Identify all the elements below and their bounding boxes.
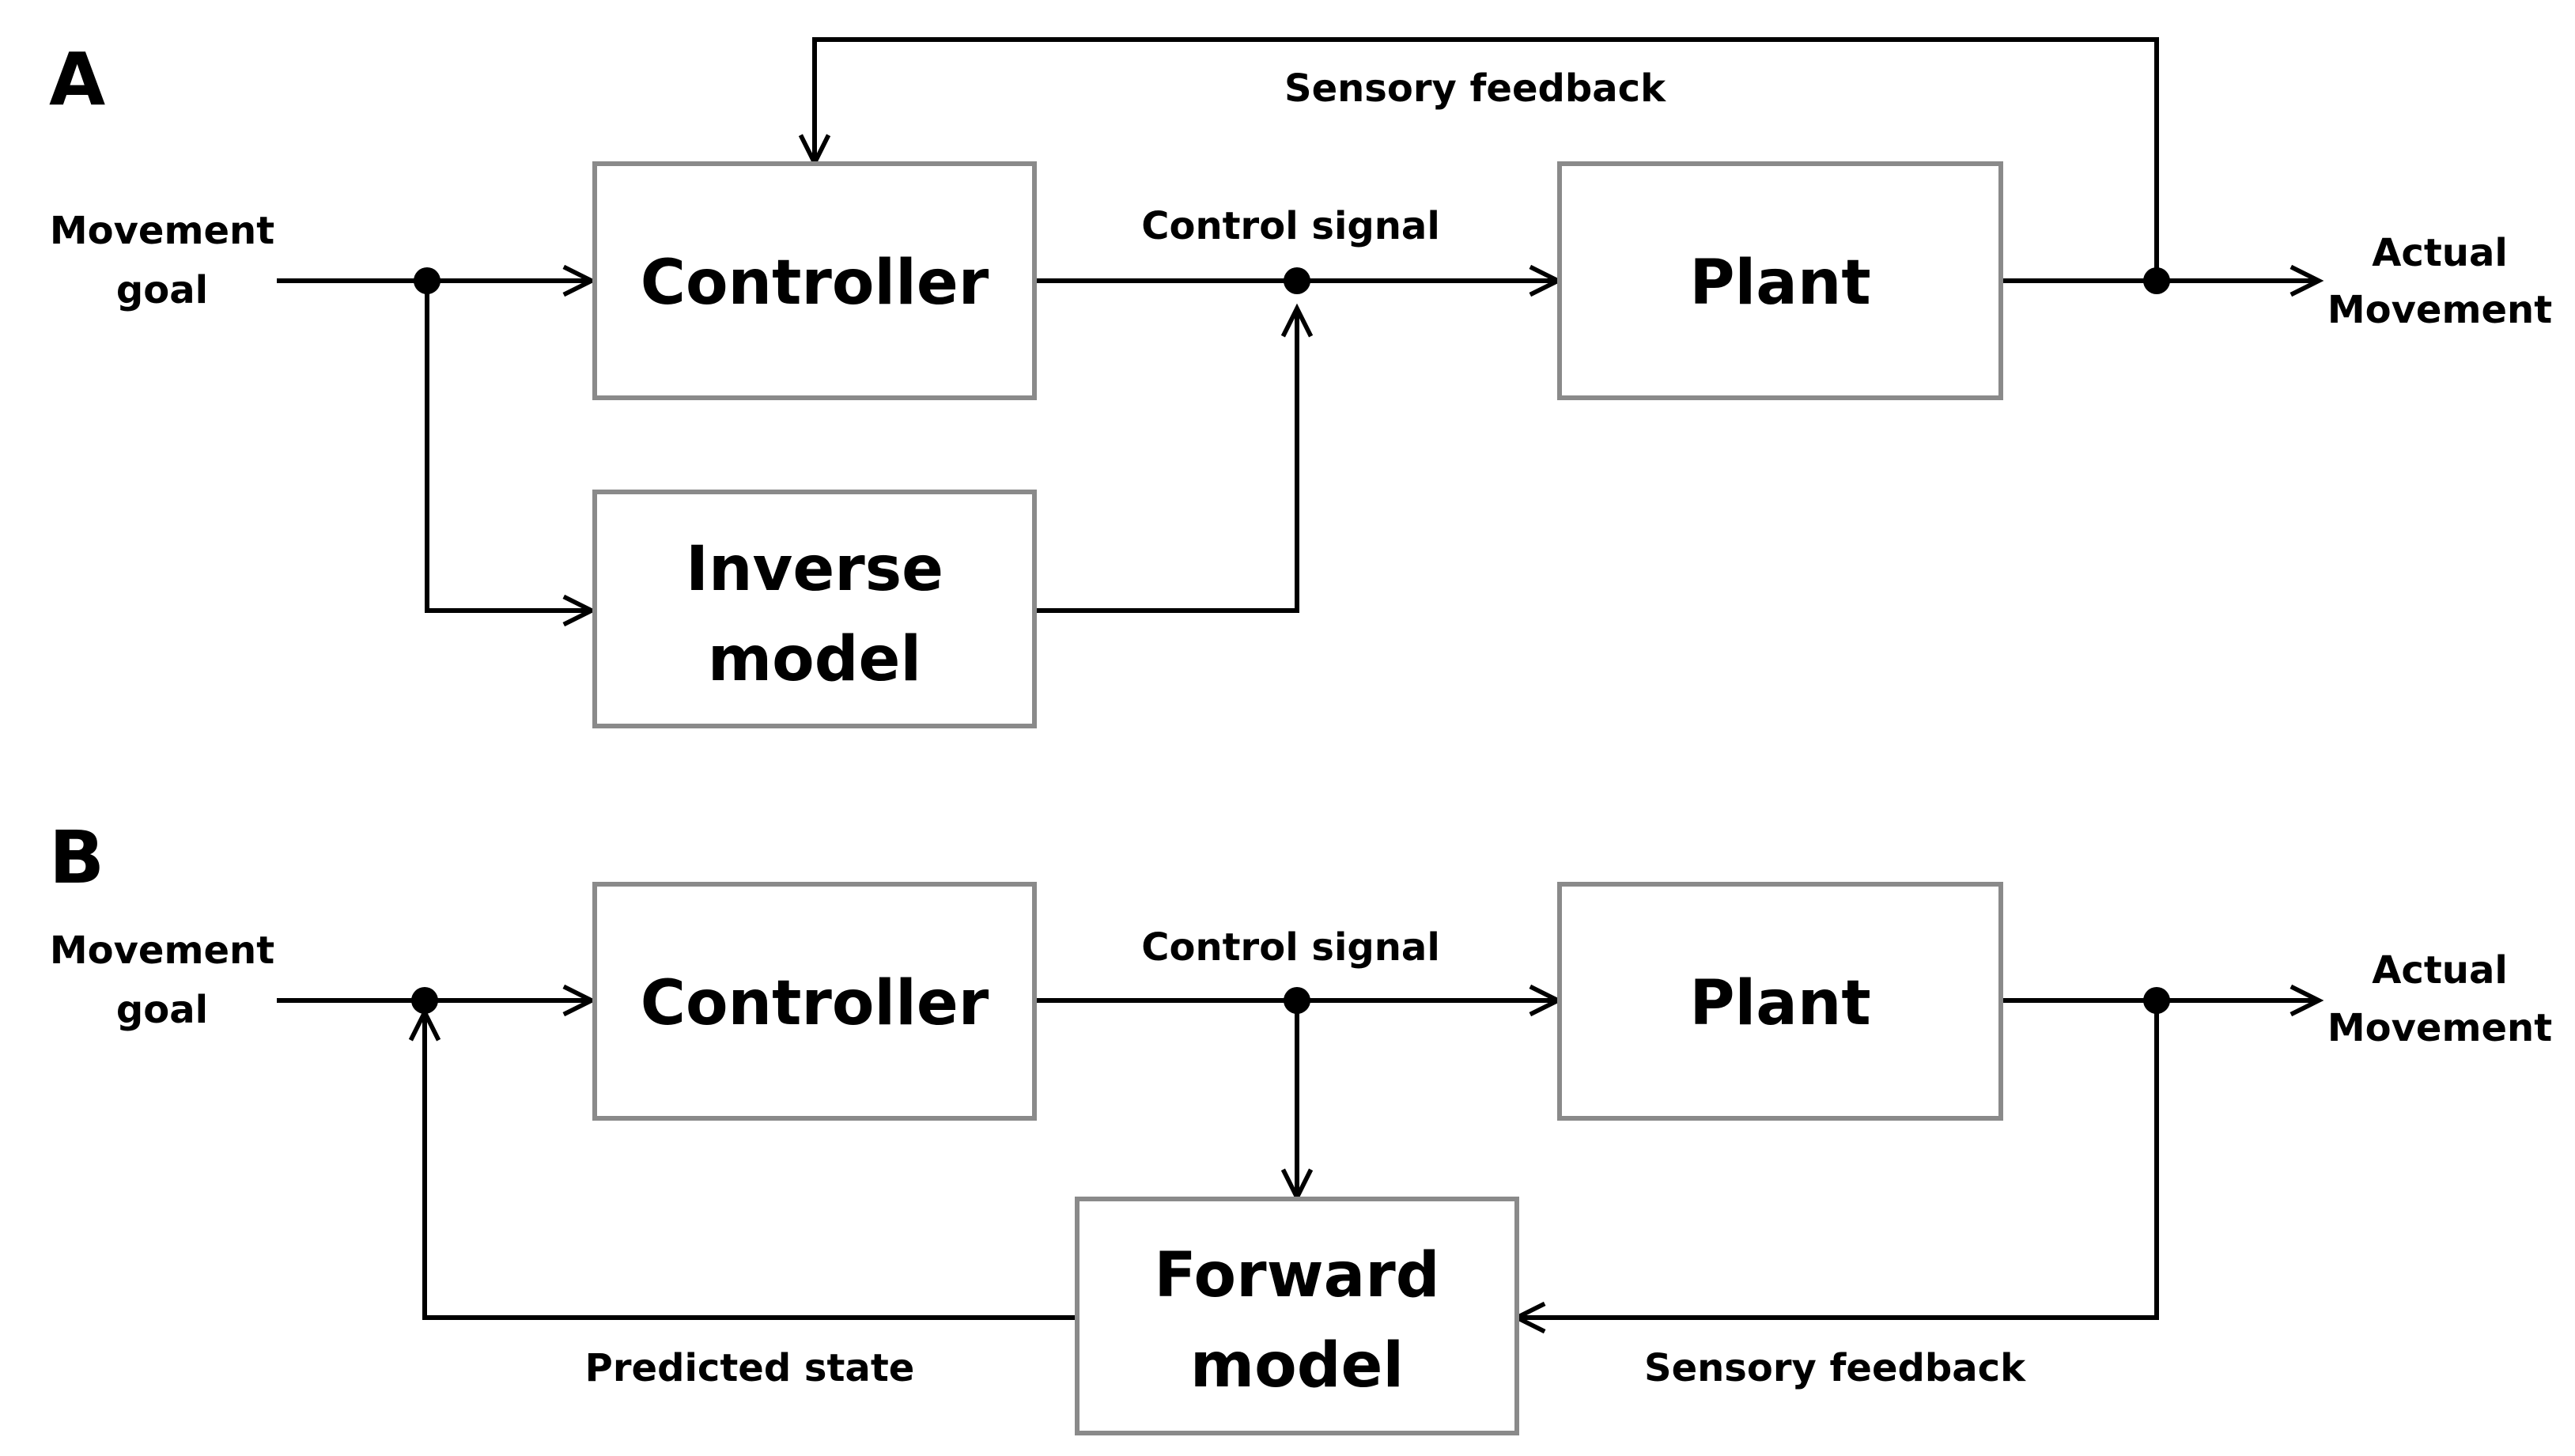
plant-block: Plant bbox=[1557, 161, 2003, 400]
forward-model-label-line1: Forward bbox=[1154, 1240, 1439, 1311]
control-signal-label: Control signal bbox=[1141, 204, 1440, 248]
actual-movement-label-line1: Actual bbox=[2372, 231, 2508, 275]
actual-movement-label-line2: Movement bbox=[2327, 1006, 2552, 1050]
junction-dot bbox=[1284, 267, 1310, 294]
control-signal-label: Control signal bbox=[1141, 925, 1440, 970]
junction-dot bbox=[2143, 987, 2170, 1014]
goal-to-inverse-model-arrow bbox=[425, 281, 597, 627]
controller-block: Controller bbox=[592, 882, 1037, 1121]
actual-movement-label-line1: Actual bbox=[2372, 948, 2508, 993]
movement-goal-label-line1: Movement bbox=[50, 209, 274, 253]
sensory-feedback-label: Sensory feedback bbox=[1644, 1346, 2026, 1390]
plant-label: Plant bbox=[1689, 968, 1870, 1039]
junction-dot bbox=[411, 987, 438, 1014]
panel-a-letter: A bbox=[49, 37, 105, 122]
movement-goal-label-line2: goal bbox=[116, 988, 208, 1032]
sensory-feedback-arrow bbox=[798, 37, 2159, 281]
movement-goal-label-line2: goal bbox=[116, 268, 208, 312]
inverse-model-label-line2: model bbox=[708, 624, 921, 695]
junction-dot bbox=[414, 267, 441, 294]
inverse-model-block: Inverse model bbox=[592, 490, 1037, 728]
predicted-state-arrow bbox=[408, 1007, 1077, 1320]
panel-a-wires bbox=[277, 37, 2324, 627]
panel-b-letter: B bbox=[49, 815, 104, 900]
sensory-feedback-arrow bbox=[1511, 1000, 2159, 1334]
panel-b: B Controller Plant Forward model bbox=[49, 815, 2552, 1435]
plant-label: Plant bbox=[1689, 248, 1870, 319]
predicted-state-label: Predicted state bbox=[585, 1346, 915, 1390]
controller-label: Controller bbox=[641, 968, 989, 1039]
inverse-to-control-signal-arrow bbox=[1034, 303, 1314, 613]
panel-a: A Controller Plant Inverse model bbox=[49, 37, 2552, 728]
actual-movement-label-line2: Movement bbox=[2327, 288, 2552, 332]
forward-model-label-line2: model bbox=[1190, 1330, 1404, 1401]
plant-block: Plant bbox=[1557, 882, 2003, 1121]
controller-label: Controller bbox=[641, 248, 989, 319]
movement-goal-label-line1: Movement bbox=[50, 928, 274, 973]
forward-model-block: Forward model bbox=[1075, 1197, 1519, 1435]
sensory-feedback-label: Sensory feedback bbox=[1284, 66, 1666, 111]
inverse-model-label-line1: Inverse bbox=[686, 534, 943, 605]
controller-block: Controller bbox=[592, 161, 1037, 400]
junction-dot bbox=[1284, 987, 1310, 1014]
junction-dot bbox=[2143, 267, 2170, 294]
